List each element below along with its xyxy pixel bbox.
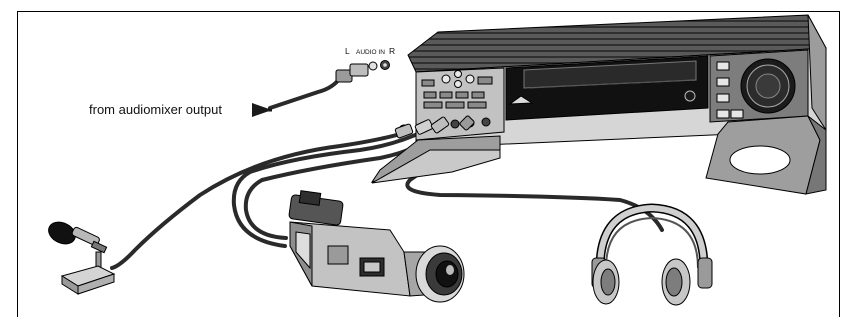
cable-audiomixer (270, 78, 340, 108)
audio-in-label: AUDIO IN (356, 49, 385, 56)
audio-in-right-label: R (389, 46, 395, 56)
audiomixer-output-label: from audiomixer output (89, 102, 222, 117)
microphone-icon (45, 218, 114, 294)
power-icon (685, 91, 695, 101)
audiomixer-arrow-icon (252, 103, 272, 117)
vcr-device (372, 15, 826, 194)
jog-shuttle-dial (741, 59, 795, 113)
audio-in-rca-plug (336, 61, 390, 83)
audio-in-left-label: L (345, 46, 350, 56)
camcorder-icon (289, 191, 464, 302)
headphones-icon (592, 208, 712, 305)
